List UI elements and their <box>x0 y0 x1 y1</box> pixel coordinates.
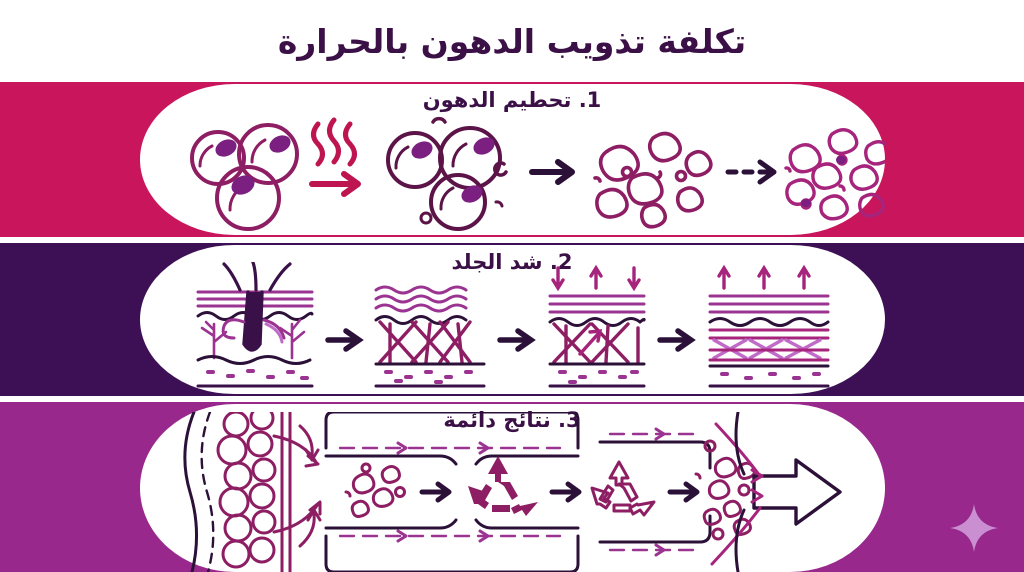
exit-channel-lines-icon <box>734 412 746 572</box>
recycle-outline-icon <box>590 460 656 517</box>
band-divider-2 <box>0 396 1024 402</box>
sparkle-icon <box>950 504 998 552</box>
arrow-right-dark-icon <box>529 159 575 185</box>
collagen-heating-arrows-icon <box>548 264 646 388</box>
arrow-right-dark-icon <box>667 481 700 503</box>
exit-arrow-outline-icon <box>752 458 842 526</box>
fat-debris-particles-icon <box>344 462 406 518</box>
collagen-loose-lattice-icon <box>374 285 486 388</box>
fat-cell-cluster-heated-icon <box>386 116 508 231</box>
exit-flow-arrows-icon <box>710 422 764 566</box>
fat-debris-dense-cluster-icon <box>784 128 885 221</box>
band-2-illustration <box>196 262 830 388</box>
arrow-right-dark-icon <box>657 328 696 352</box>
page-title: تكلفة تذويب الدهون بالحرارة <box>277 21 747 61</box>
arrow-right-crimson-icon <box>309 171 361 197</box>
tissue-flow-arrows-icon <box>272 424 322 548</box>
band-1-heading: 1. تحطيم الدهون <box>422 88 602 112</box>
channel-direction-arrows-icon <box>396 427 666 557</box>
channel-flow-dashes-icon <box>338 432 698 552</box>
lymphatic-channel-icon <box>324 412 712 572</box>
band-3-illustration <box>183 412 842 572</box>
band-divider-1 <box>0 237 1024 243</box>
fat-debris-cluster-icon <box>593 131 713 229</box>
band-1-illustration <box>190 116 885 231</box>
collagen-tightened-icon <box>708 264 830 388</box>
band-1-capsule <box>140 84 885 235</box>
arrow-right-dark-icon <box>325 328 364 352</box>
skin-cross-section-hair-follicle-icon <box>196 262 314 388</box>
arrow-right-dark-icon <box>549 481 582 503</box>
band-2-heading: 2. شد الجلد <box>451 250 573 274</box>
title-bar: تكلفة تذويب الدهون بالحرارة <box>0 0 1024 82</box>
heat-waves-icon <box>311 117 357 167</box>
arrow-right-dark-icon <box>497 328 536 352</box>
arrow-right-dark-icon <box>419 481 452 503</box>
recycle-filled-icon <box>468 456 538 516</box>
dashed-arrow-right-icon <box>725 159 777 185</box>
